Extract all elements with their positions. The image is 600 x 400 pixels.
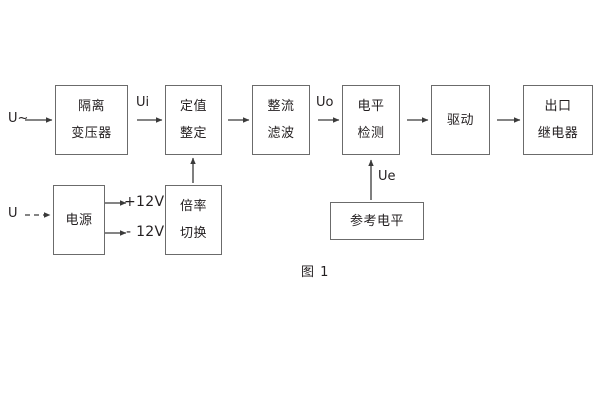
block-line: 定值 bbox=[179, 99, 207, 114]
block-output-relay[interactable]: 出口 继电器 bbox=[523, 85, 593, 155]
label-input-dc: U bbox=[8, 206, 18, 221]
block-line: 继电器 bbox=[537, 126, 579, 141]
block-reference-level[interactable]: 参考电平 bbox=[330, 202, 424, 240]
block-line: 隔离 bbox=[77, 99, 105, 114]
block-line: 参考电平 bbox=[349, 213, 404, 229]
block-line: 滤波 bbox=[267, 126, 295, 141]
block-line: 倍率 bbox=[179, 199, 207, 214]
block-line: 检测 bbox=[357, 126, 385, 141]
block-line: 驱动 bbox=[446, 112, 474, 128]
block-line: 出口 bbox=[544, 99, 572, 114]
label-uo: Uo bbox=[316, 95, 334, 110]
label-input-ac: U~ bbox=[8, 111, 29, 126]
figure-caption: 图 1 bbox=[301, 265, 330, 280]
label-rail-negative: - 12V bbox=[126, 224, 165, 240]
block-line: 电源 bbox=[65, 212, 93, 228]
block-line: 整流 bbox=[267, 99, 295, 114]
label-rail-positive: +12V bbox=[124, 194, 165, 210]
block-line: 整定 bbox=[179, 126, 207, 141]
block-setpoint-adjust[interactable]: 定值 整定 bbox=[165, 85, 222, 155]
block-drive[interactable]: 驱动 bbox=[431, 85, 490, 155]
block-line: 切换 bbox=[179, 226, 207, 241]
label-ue: Ue bbox=[378, 169, 396, 184]
block-line: 变压器 bbox=[71, 126, 112, 141]
block-ratio-switch[interactable]: 倍率 切换 bbox=[165, 185, 222, 255]
label-ui: Ui bbox=[136, 95, 150, 110]
block-level-detect[interactable]: 电平 检测 bbox=[342, 85, 400, 155]
block-isolation-transformer[interactable]: 隔离 变压器 bbox=[55, 85, 128, 155]
block-rectify-filter[interactable]: 整流 滤波 bbox=[252, 85, 310, 155]
block-power-supply[interactable]: 电源 bbox=[53, 185, 105, 255]
block-line: 电平 bbox=[357, 99, 385, 114]
